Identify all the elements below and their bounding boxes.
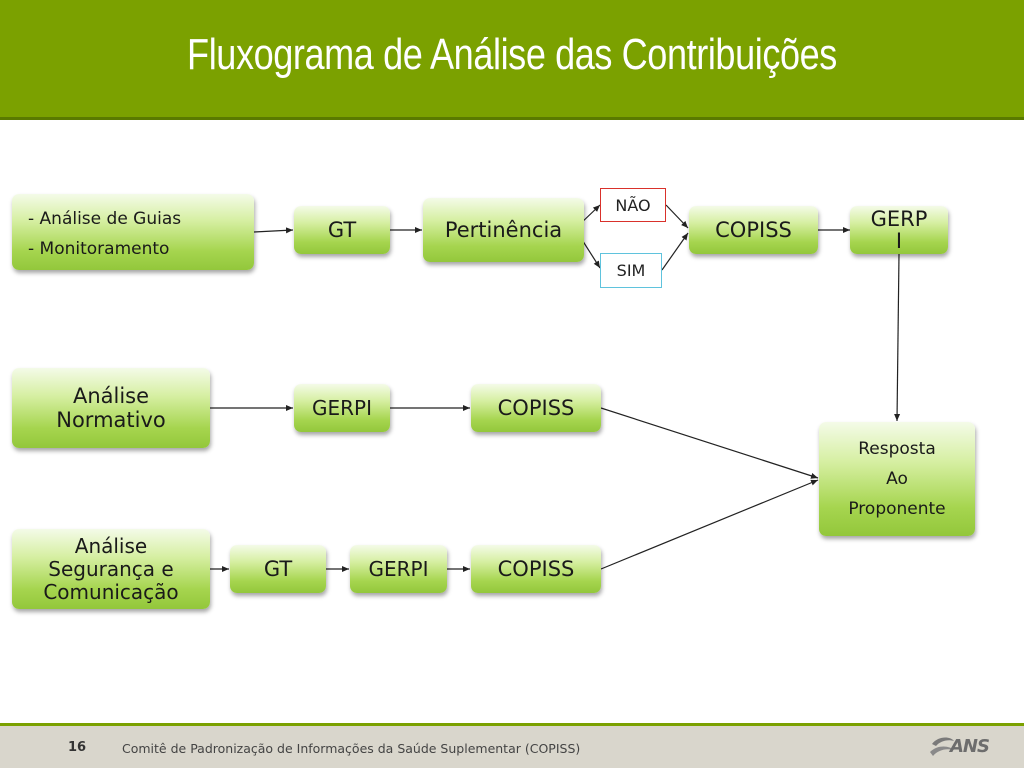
node-resposta-line2: Ao xyxy=(886,469,908,489)
node-copiss-1-label: COPISS xyxy=(715,218,792,242)
node-analise-normativo: Análise Normativo xyxy=(12,368,210,448)
node-gerpi-2-label: GERPI xyxy=(312,396,372,420)
node-gt-3: GT xyxy=(230,545,326,593)
node-gt-1-label: GT xyxy=(327,218,357,242)
arrow-gerpi-to-resposta xyxy=(894,253,901,422)
decision-sim: SIM xyxy=(600,253,662,288)
node-copiss-2: COPISS xyxy=(471,384,601,432)
node-copiss-1: COPISS xyxy=(689,206,818,254)
node-analise-normativo-line2: Normativo xyxy=(56,408,166,432)
decision-nao-label: NÃO xyxy=(615,195,651,215)
node-resposta-line3: Proponente xyxy=(848,499,946,519)
decision-nao: NÃO xyxy=(600,188,666,222)
node-analise-seguranca-line3: Comunicação xyxy=(43,579,179,604)
ans-logo: ANS xyxy=(928,732,998,762)
arrow-sim-to-copiss xyxy=(661,232,689,271)
page-number: 16 xyxy=(68,740,87,755)
node-copiss-2-label: COPISS xyxy=(497,396,575,420)
node-copiss-3: COPISS xyxy=(471,545,601,593)
node-gt-3-label: GT xyxy=(263,557,293,581)
node-analise-seguranca-comunicacao: Análise Segurança e Comunicação xyxy=(12,529,210,609)
ans-logo-text: ANS xyxy=(950,736,990,757)
footer-text: Comitê de Padronização de Informações da… xyxy=(122,741,581,756)
node-gerpi-3-label: GERPI xyxy=(368,557,429,581)
node-copiss-3-label: COPISS xyxy=(497,557,575,581)
footer-bar: 16 Comitê de Padronização de Informações… xyxy=(0,723,1024,768)
node-gerpi-1-line1: GERP xyxy=(870,207,928,231)
node-analise-normativo-line1: Análise xyxy=(72,384,150,408)
node-gerpi-2: GERPI xyxy=(294,384,390,432)
ans-logo-swoosh-icon xyxy=(930,737,954,756)
node-resposta-line1: Resposta xyxy=(858,439,936,459)
arrow-copiss-2-to-resposta xyxy=(600,407,819,479)
node-resposta-ao-proponente: Resposta Ao Proponente xyxy=(819,422,975,536)
node-analise-seguranca-line1: Análise xyxy=(74,533,148,558)
arrow-guias-to-gt xyxy=(253,227,294,234)
arrow-copiss-3-to-resposta xyxy=(600,479,819,570)
decision-sim-label: SIM xyxy=(616,261,646,280)
source-item-analise-guias: - Análise de Guias xyxy=(28,209,182,229)
node-gt-1: GT xyxy=(294,206,390,254)
header-bar: Fluxograma de Análise das Contribuições xyxy=(0,0,1024,120)
node-analise-guias-monitoramento: - Análise de Guias - Monitoramento xyxy=(12,194,254,270)
arrow-nao-to-copiss xyxy=(665,204,689,229)
node-gerpi-3: GERPI xyxy=(350,545,447,593)
node-analise-seguranca-line2: Segurança e xyxy=(48,556,174,581)
source-item-monitoramento: - Monitoramento xyxy=(28,239,170,259)
page-title: Fluxograma de Análise das Contribuições xyxy=(187,30,837,79)
node-pertinencia-label: Pertinência xyxy=(444,218,563,242)
node-pertinencia: Pertinência xyxy=(423,198,584,262)
node-gerpi-1-line2: I xyxy=(895,229,903,253)
node-gerpi-1: GERP I xyxy=(850,206,948,254)
